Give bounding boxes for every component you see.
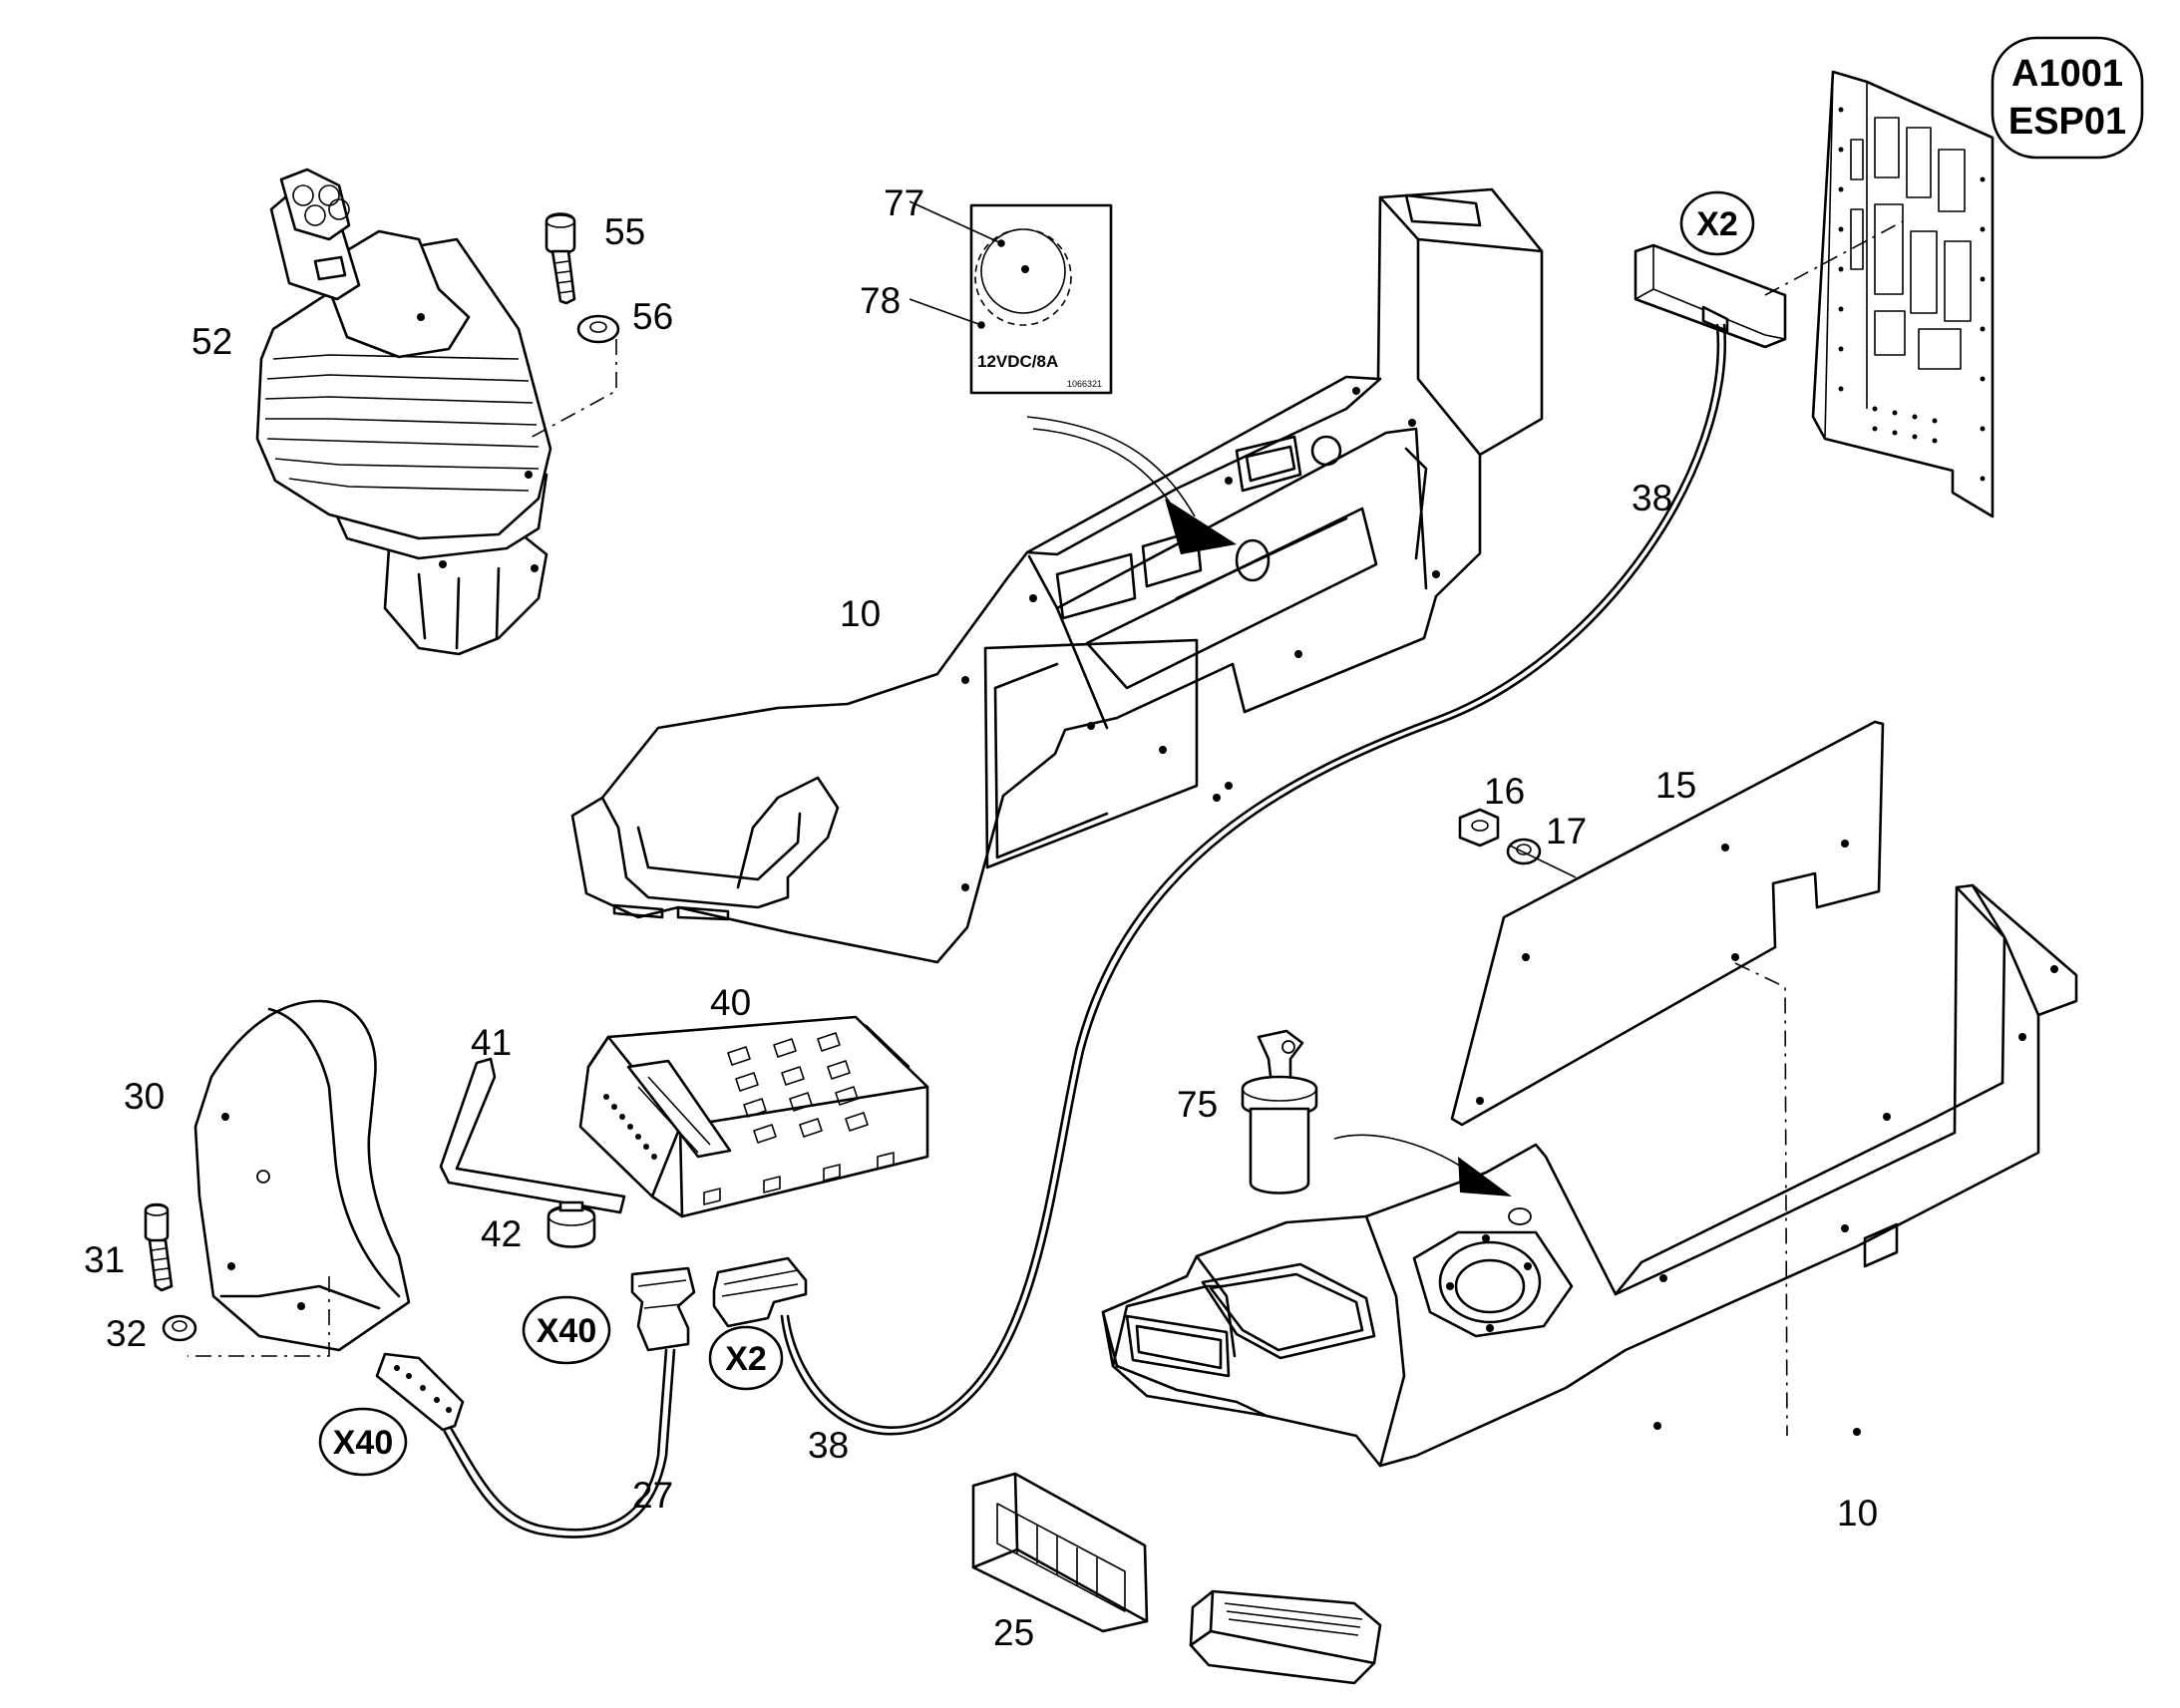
- callout-38-top: 38: [1632, 478, 1672, 518]
- callout-38-bottom: 38: [808, 1425, 849, 1466]
- callout-42: 42: [481, 1213, 522, 1254]
- vent-cover-25: [1189, 1589, 1382, 1685]
- callout-10-bottom: 10: [1837, 1493, 1878, 1534]
- washer-32: [162, 1314, 197, 1342]
- callout-30: 30: [124, 1076, 165, 1117]
- callout-75: 75: [1177, 1084, 1218, 1125]
- x2-top-label: X2: [1696, 205, 1738, 243]
- nut-16: [1458, 808, 1500, 848]
- joystick-cover-30: [187, 999, 411, 1357]
- module-label-box: A1001 ESP01: [1991, 36, 2144, 160]
- joystick-assembly: [255, 168, 552, 656]
- callout-41: 41: [471, 1022, 512, 1063]
- callout-77: 77: [884, 182, 924, 223]
- x40-left-label: X40: [333, 1424, 394, 1462]
- voltage-decal: 12VDC/8A 1066321: [969, 203, 1113, 395]
- callout-numbers: 77 78 55 56 52 10 38 15 16 17 40 41 30 4…: [84, 182, 1878, 1653]
- module-label-line1: A1001: [2011, 53, 2123, 95]
- connector-x2-top: [1634, 220, 1904, 349]
- module-label-line2: ESP01: [2008, 101, 2126, 143]
- decal-code-text: 1066321: [1067, 379, 1102, 389]
- callout-17: 17: [1546, 811, 1587, 852]
- screw-55: [545, 212, 576, 305]
- lower-console-panel: [1101, 883, 2078, 1468]
- callout-31: 31: [84, 1239, 125, 1280]
- connector-bubble-x2-top: X2: [1679, 190, 1755, 256]
- connector-x2-bottom: [712, 1256, 808, 1328]
- washer-56: [576, 314, 620, 344]
- knob-42: [546, 1200, 596, 1248]
- callout-32: 32: [106, 1313, 147, 1354]
- arrow-decal-location: [1165, 499, 1237, 554]
- x2-bottom-label: X2: [725, 1340, 767, 1378]
- vent-grille-25: [971, 1472, 1149, 1633]
- callout-55: 55: [604, 211, 645, 252]
- callout-10-top: 10: [840, 593, 881, 634]
- callout-15: 15: [1655, 765, 1696, 806]
- arrow-ignition-location: [1458, 1157, 1512, 1196]
- callout-40: 40: [710, 982, 751, 1023]
- bracket-41: [439, 1057, 626, 1214]
- switch-module-40: [578, 1015, 929, 1218]
- leader-lines: [908, 200, 1577, 878]
- upper-console-panel: [570, 187, 1544, 964]
- circuit-board: [1811, 70, 1995, 518]
- cable-27: [449, 1348, 668, 1532]
- connector-x40-plug-mid: [630, 1266, 696, 1352]
- connector-bubble-x2-bottom: X2: [708, 1325, 784, 1391]
- connector-bubble-x40-left: X40: [318, 1407, 408, 1477]
- callout-52: 52: [191, 321, 232, 362]
- connector-x40-plug-left: [375, 1352, 465, 1432]
- decal-rating-text: 12VDC/8A: [977, 352, 1058, 371]
- callout-78: 78: [860, 280, 901, 321]
- ignition-switch-75: [1241, 1029, 1318, 1195]
- callout-16: 16: [1484, 771, 1525, 812]
- screw-31: [144, 1202, 174, 1292]
- cable-38: [786, 323, 1720, 1429]
- callout-25: 25: [993, 1612, 1034, 1653]
- cover-plate-15: [1450, 720, 1885, 1437]
- callout-56: 56: [632, 296, 673, 337]
- x40-mid-label: X40: [537, 1312, 597, 1350]
- connector-bubble-x40-mid: X40: [522, 1295, 611, 1365]
- callout-27: 27: [632, 1475, 673, 1516]
